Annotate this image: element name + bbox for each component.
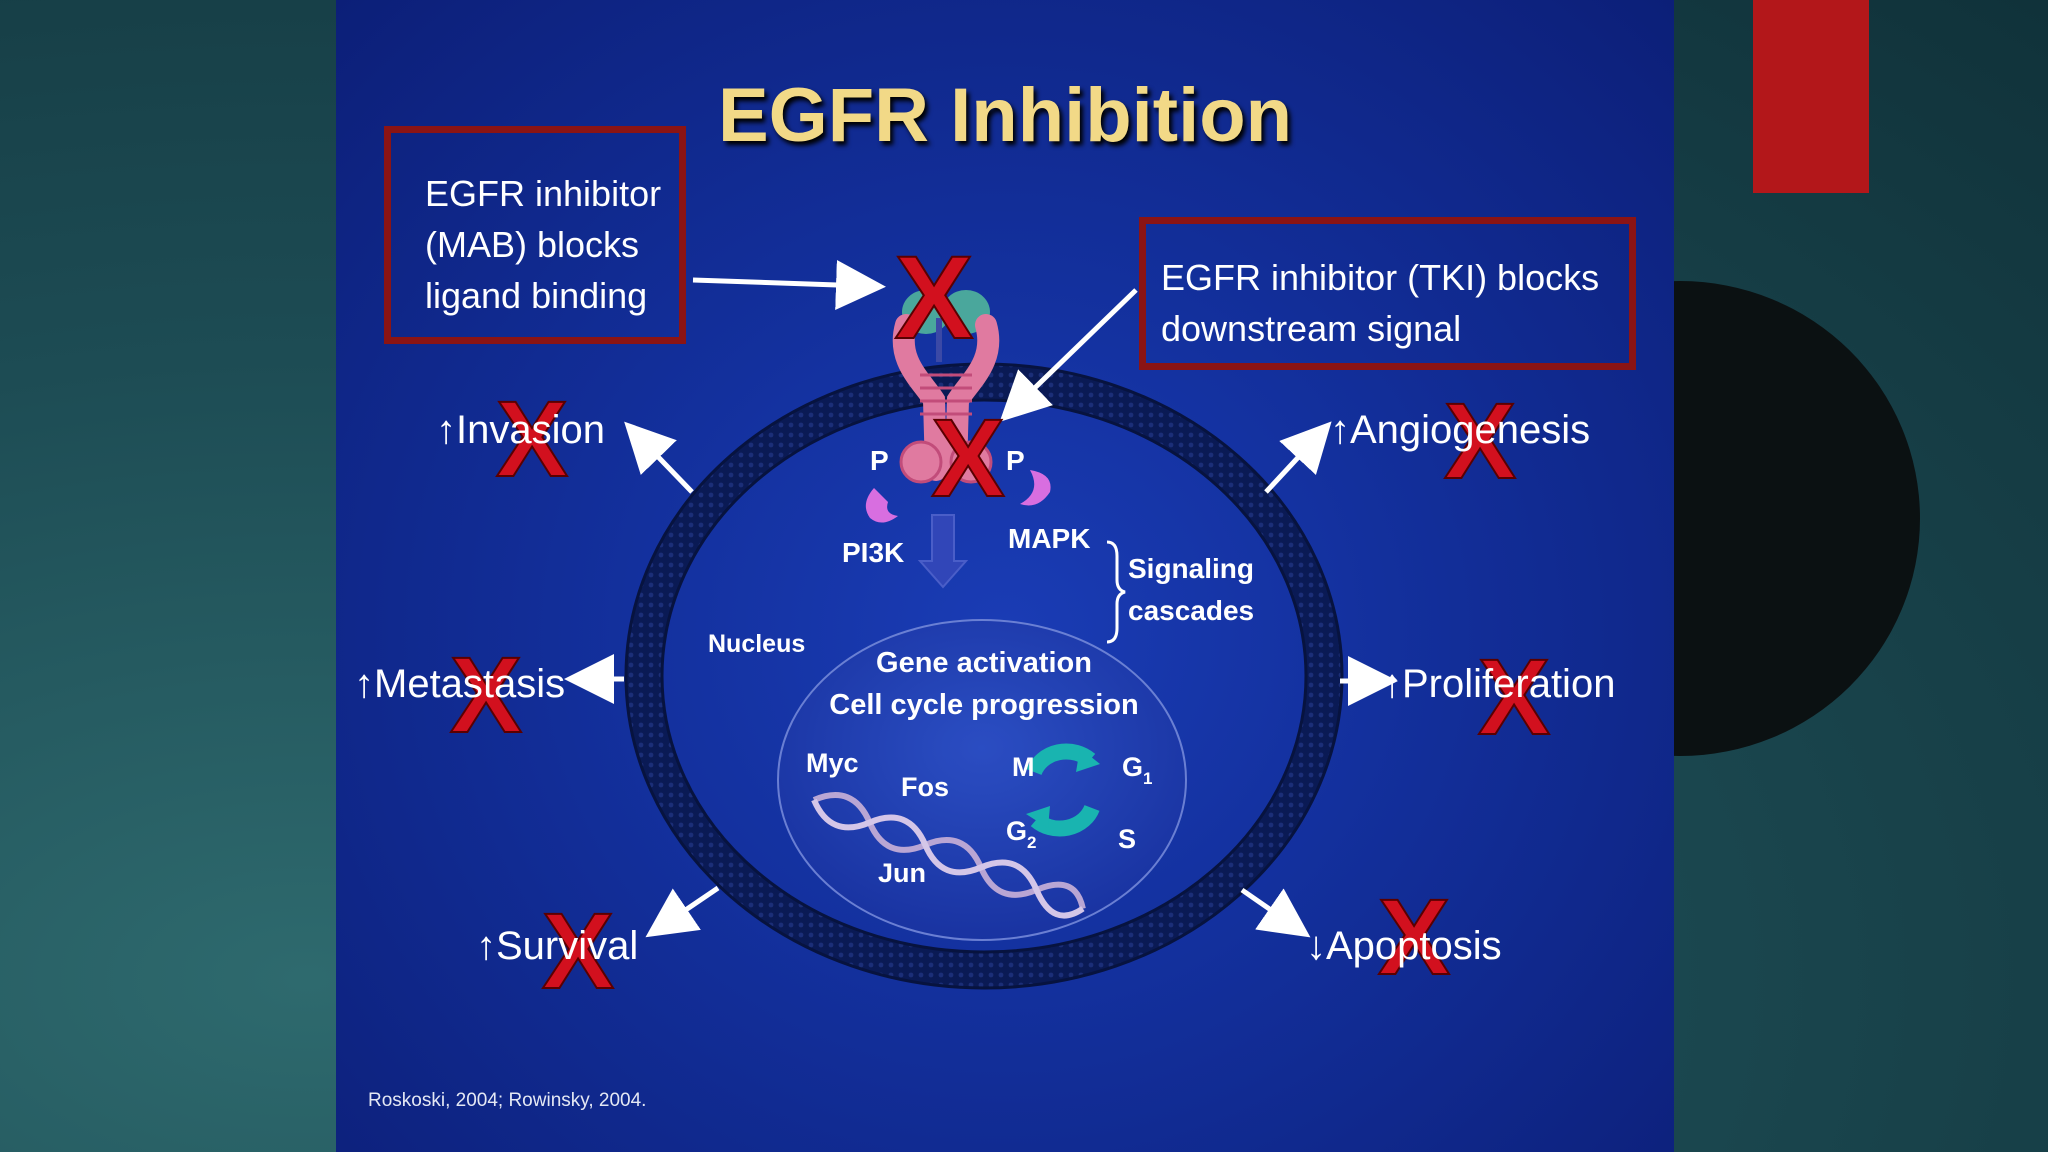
survival-arrow [645,885,720,938]
x-mark-proliferation-icon: X [1478,636,1550,757]
mab-callout-line-2: (MAB) blocks [425,224,640,265]
slide-title: EGFR Inhibition [717,73,1293,158]
invasion-arrow [624,421,694,494]
up-arrow-icon: ↑ [476,924,496,968]
mab-callout-line-3: ligand binding [425,275,648,316]
survival-label: Survival [496,924,639,968]
pi3k-label: PI3K [842,537,904,568]
diagram-canvas: P P PI3K MAPK Signaling cascades Nucleus… [449,231,1551,1012]
up-arrow-icon: ↑ [354,662,374,706]
citation: Roskoski, 2004; Rowinsky, 2004. [368,1090,647,1111]
cell-cycle-label: Cell cycle progression [829,689,1138,721]
outcome-proliferation: ↑Proliferation [1382,662,1615,707]
red-accent-tab [1753,0,1869,193]
angiogenesis-label: Angiogenesis [1350,408,1591,452]
outcome-survival: ↑Survival [476,924,638,969]
tki-arrow [999,288,1138,422]
up-arrow-icon: ↑ [436,408,456,452]
mab-callout: EGFR inhibitor (MAB) blocks ligand bindi… [384,126,686,344]
x-mark-invasion-icon: X [496,378,568,499]
signal-down-arrow [917,514,969,589]
outcome-apoptosis: ↓Apoptosis [1306,924,1502,969]
mapk-shape [1020,470,1051,506]
outcome-metastasis: ↑Metastasis [354,662,565,707]
apoptosis-label: Apoptosis [1326,924,1502,968]
tki-callout-line-2: downstream signal [1161,308,1462,349]
up-arrow-icon: ↑ [1330,408,1350,452]
x-mark-kinase-icon: X [931,397,1004,520]
phase-m-label: M [1012,752,1035,782]
down-arrow-icon: ↓ [1306,924,1326,968]
signaling-label: Signaling [1128,553,1254,584]
proliferation-label: Proliferation [1402,662,1616,706]
invasion-label: Invasion [456,408,605,452]
slide: P P PI3K MAPK Signaling cascades Nucleus… [336,0,1674,1152]
up-arrow-icon: ↑ [1382,662,1402,706]
nucleus-label: Nucleus [708,630,805,658]
mab-arrow [692,259,886,310]
outcome-invasion: ↑Invasion [436,408,605,453]
nucleus [777,619,1187,941]
p-label-right: P [1006,445,1025,476]
phase-s-label: S [1118,824,1136,854]
x-mark-ligand-icon: X [895,232,974,364]
phase-g2-label: G2 [1006,816,1036,852]
angiogenesis-arrow [1264,421,1332,494]
tki-callout-line-1: EGFR inhibitor (TKI) blocks [1161,257,1600,298]
mab-callout-line-1: EGFR inhibitor [425,173,662,214]
tki-callout: EGFR inhibitor (TKI) blocks downstream s… [1139,217,1636,370]
fos-label: Fos [901,772,949,802]
mapk-label: MAPK [1008,523,1090,554]
x-mark-apoptosis-icon: X [1378,876,1450,997]
x-mark-angiogenesis-icon: X [1444,380,1516,501]
signaling-brace [1106,540,1126,644]
gene-activation-label: Gene activation [876,647,1092,679]
myc-label: Myc [806,748,859,778]
x-mark-metastasis-icon: X [450,634,522,755]
metastasis-label: Metastasis [374,662,566,706]
pi3k-shape [865,488,898,523]
egfr-receptor [892,290,1000,484]
phase-g1-label: G1 [1122,752,1152,788]
cascades-label: cascades [1128,595,1254,626]
pathway-arrows [564,259,1398,938]
p-label-left: P [870,445,889,476]
jun-label: Jun [878,858,926,888]
apoptosis-arrow [1240,887,1311,938]
outcome-angiogenesis: ↑Angiogenesis [1330,408,1590,453]
dna-helix [811,792,1086,919]
x-mark-survival-icon: X [542,890,614,1011]
